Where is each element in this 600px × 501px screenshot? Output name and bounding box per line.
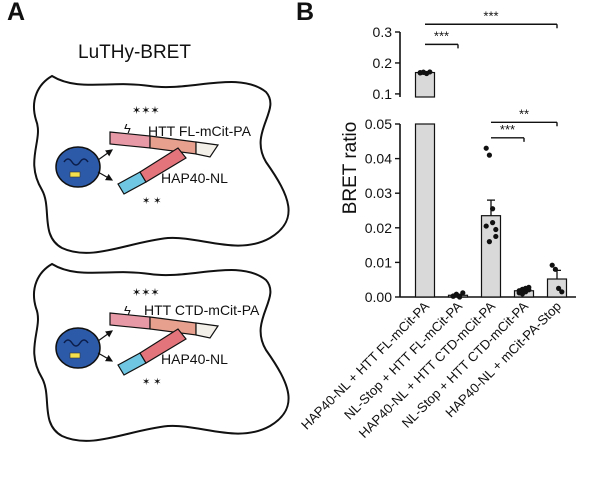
data-point (486, 239, 492, 245)
donor-construct (117, 147, 187, 195)
bret-stars: ✶✶✶ (132, 105, 160, 117)
data-point (556, 285, 562, 291)
expression-arrow-up (97, 330, 113, 342)
nucleus-body (55, 146, 101, 188)
data-point (549, 262, 555, 268)
data-point (490, 220, 496, 226)
data-point (483, 145, 489, 151)
bar (414, 123, 436, 298)
cell-top-acceptor-label: HTT FL-mCit-PA (148, 123, 252, 139)
cell-bottom-outline (33, 262, 290, 442)
lower-tick-label: 0.01 (365, 254, 392, 270)
cell-bottom: ✶✶✶ ϟ ✶ ✶ HTT CTD-mCit-PA HAP40-NL (33, 262, 290, 442)
donor-stars: ✶ ✶ (142, 377, 162, 388)
cell-top-nucleus (55, 146, 101, 188)
data-point (486, 152, 492, 158)
panel-a-letter: A (7, 0, 26, 26)
plasmid-marker (69, 171, 81, 178)
data-point (457, 294, 463, 300)
acceptor-construct (109, 312, 220, 339)
cell-top-donor-label: HAP40-NL (161, 170, 228, 186)
significance-brackets: *********** (425, 8, 558, 142)
data-point (519, 291, 525, 297)
upper-tick-label: 0.1 (373, 86, 393, 102)
bar (414, 71, 436, 98)
donor-bar (139, 328, 187, 364)
cell-bottom-nucleus (55, 327, 101, 369)
data-point (493, 233, 499, 240)
data-point (493, 226, 499, 233)
donor-construct (117, 328, 187, 376)
upper-tick-label: 0.3 (373, 24, 393, 40)
expression-arrow-down (97, 171, 114, 181)
panel-b-letter: B (296, 0, 315, 26)
data-point (526, 287, 532, 293)
lower-y-axis: 0.05 0.04 0.03 0.02 0.01 0.00 (365, 116, 401, 305)
upper-tick-label: 0.2 (373, 55, 393, 71)
lower-tick-label: 0.00 (365, 289, 392, 305)
bret-bar-chart: BRET ratio 0.30.20.1 0.050.040.030.020.0… (298, 8, 576, 441)
expression-arrow-up (97, 149, 113, 161)
lightning-icon: ϟ (124, 303, 131, 318)
lower-tick-label: 0.05 (365, 116, 392, 132)
significance-label: *** (483, 8, 498, 23)
bars (414, 71, 568, 298)
y-axis-label: BRET ratio (340, 122, 361, 215)
dna-helix (63, 158, 89, 166)
cell-bottom-donor-label: HAP40-NL (161, 351, 228, 367)
upper-y-axis: 0.3 0.2 0.1 (373, 24, 401, 102)
panel-a-schematic: LuTHy-BRET ✶✶✶ ϟ ✶ ✶ HTT FL-mC (33, 42, 290, 442)
category-label: HAP40-NL + HTT CTD-mCit-PA (356, 298, 498, 440)
significance-label: ** (519, 106, 529, 121)
nucleus-body (55, 327, 101, 369)
bret-stars: ✶✶✶ (132, 287, 160, 299)
donor-stars: ✶ ✶ (142, 196, 162, 207)
data-point (559, 289, 565, 295)
cell-top-outline (33, 74, 290, 254)
lower-tick-label: 0.02 (365, 220, 392, 236)
cell-top: ✶✶✶ ϟ ✶ ✶ HTT FL-mCit-PA HAP40-NL (33, 74, 290, 254)
significance-label: *** (500, 122, 515, 137)
donor-bar (139, 147, 187, 183)
panel-a-title: LuTHy-BRET (78, 42, 191, 63)
pa-tag (195, 322, 220, 339)
lower-tick-label: 0.04 (365, 151, 392, 167)
lower-tick-label: 0.03 (365, 185, 392, 201)
significance-label: *** (434, 28, 449, 43)
data-point (483, 223, 489, 229)
pa-tag (195, 141, 220, 158)
lightning-icon: ϟ (124, 121, 131, 136)
plasmid-marker (69, 352, 81, 359)
cell-bottom-acceptor-label: HTT CTD-mCit-PA (144, 302, 260, 318)
expression-arrow-down (97, 352, 114, 362)
data-point (427, 69, 433, 75)
dna-helix (63, 339, 89, 347)
error-bars (421, 70, 561, 296)
acceptor-construct (109, 131, 220, 158)
